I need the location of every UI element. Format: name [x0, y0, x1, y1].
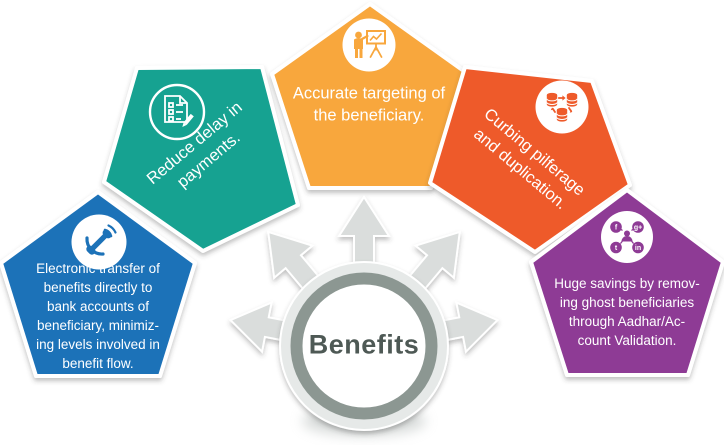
- petal-curbing-pilferage: [428, 65, 632, 254]
- petal-text-accurate-targeting: Accurate targeting of the beneficiary.: [292, 84, 446, 125]
- petal-text-electronic-transfer: Electronic transfer of benefits directly…: [36, 261, 160, 371]
- petal-electronic-transfer: [0, 190, 197, 378]
- hub-inner-circle: [302, 284, 426, 408]
- presentation-chart-icon: [342, 18, 396, 72]
- facebook-node-letter: f: [615, 225, 618, 232]
- gplus-node-letter: g+: [634, 225, 642, 232]
- petal-huge-savings: f g+ t in: [529, 188, 724, 377]
- hub-circle: [279, 261, 449, 431]
- linkedin-node-letter: in: [635, 245, 641, 252]
- database-sync-icon: [535, 80, 589, 134]
- petal-huge-savings-shape: [529, 188, 724, 377]
- phone-call-icon: [71, 214, 127, 270]
- petal-accurate-targeting-shape: [270, 2, 470, 190]
- petal-electronic-transfer-shape: [0, 190, 197, 378]
- twitter-node-letter: t: [615, 245, 618, 252]
- social-network-icon: f g+ t in: [601, 211, 653, 263]
- checklist-document-icon: [148, 83, 206, 141]
- petal-text-huge-savings: Huge savings by remov- ing ghost benefic…: [554, 276, 700, 348]
- hub-label: Benefits: [308, 329, 420, 360]
- petal-reduce-delay: [102, 65, 300, 253]
- petal-reduce-delay-shape: [102, 65, 300, 253]
- petal-accurate-targeting: [270, 2, 470, 190]
